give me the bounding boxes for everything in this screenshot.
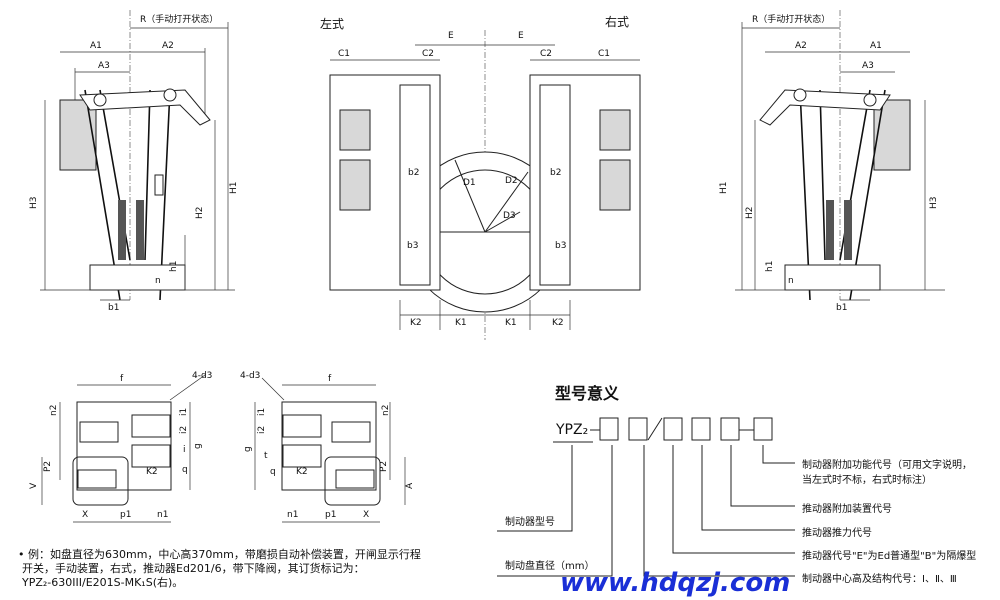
dim-k1-left: K1 xyxy=(455,318,467,328)
dim-i1-right: i1 xyxy=(257,408,267,416)
dim-p1-right: p1 xyxy=(325,510,336,520)
dim-q-right: q xyxy=(270,467,276,477)
dim-i: i xyxy=(183,445,186,455)
dim-h1-right: H1 xyxy=(719,182,729,195)
dim-p2: P2 xyxy=(43,461,53,472)
watermark: www.hdqzj.com xyxy=(560,568,791,598)
dim-r-right: R（手动打开状态） xyxy=(752,13,830,25)
motor-housing xyxy=(59,99,97,171)
dim-t-right: t xyxy=(264,451,268,461)
plan-view-right: f 4-d3 n2 i1 i2 g t P2 A q K2 n1 p1 X xyxy=(240,371,415,523)
dim-a3: A3 xyxy=(98,61,110,71)
dim-d1: D1 xyxy=(463,178,476,188)
left-side-view: R（手动打开状态） A1 A2 A3 H3 H1 H2 h1 n b1 xyxy=(29,10,239,313)
exp-disc-diameter: 制动盘直径（mm） xyxy=(505,561,595,572)
exp-center-height: 制动器中心高及结构代号：Ⅰ、Ⅱ、Ⅲ xyxy=(802,574,957,585)
left-type-label: 左式 xyxy=(320,16,344,31)
dim-4-d3: 4-d3 xyxy=(192,371,212,381)
dim-n1-right: n1 xyxy=(287,510,298,520)
exp-pusher-accessory: 推动器附加装置代号 xyxy=(802,504,892,515)
dim-a-right: A xyxy=(405,482,415,489)
dim-v: V xyxy=(29,482,39,489)
dim-d3: D3 xyxy=(503,211,516,221)
dim-n: n xyxy=(155,276,161,286)
exp-additional-function: 制动器附加功能代号（可用文字说明， xyxy=(802,460,972,471)
dim-n2: n2 xyxy=(49,405,59,416)
dim-c1-right: C1 xyxy=(598,49,610,59)
dim-h1-small: h1 xyxy=(169,261,179,272)
dim-4-d3-right: 4-d3 xyxy=(240,371,260,381)
dim-a1-right: A1 xyxy=(870,41,882,51)
dim-b2-left: b2 xyxy=(408,168,419,178)
dim-i2: i2 xyxy=(179,426,189,434)
dim-h3-right: H3 xyxy=(929,197,939,210)
right-type-label: 右式 xyxy=(605,14,629,29)
example-line-1: • 例：如盘直径为630mm，中心高370mm，带磨损自动补偿装置，开闸显示行程 xyxy=(18,548,421,561)
model-code-diagram xyxy=(497,417,795,577)
dim-p1: p1 xyxy=(120,510,131,520)
dim-r: R（手动打开状态） xyxy=(140,13,218,25)
dim-n1: n1 xyxy=(157,510,168,520)
dim-k2-right-plan: K2 xyxy=(296,467,308,477)
model-prefix: YPZ₂ xyxy=(556,422,589,438)
dim-i2-right: i2 xyxy=(257,426,267,434)
dim-a2-right: A2 xyxy=(795,41,807,51)
right-side-view: R（手动打开状态） A2 A1 A3 H1 H3 H2 h1 n b1 xyxy=(719,10,945,313)
dim-c2-left: C2 xyxy=(422,49,434,59)
dim-e-right: E xyxy=(518,31,524,41)
example-line-2: 开关，手动装置，右式，推动器Ed201/6，带下降阀，其订货标记为： xyxy=(22,562,365,575)
dim-d2: D2 xyxy=(505,176,518,186)
model-meaning-title: 型号意义 xyxy=(555,384,620,403)
front-view: 左式 右式 E E C1 C2 C2 C1 D1 D2 D3 b2 b2 b3 … xyxy=(320,14,641,340)
dim-n-right: n xyxy=(788,276,794,286)
base-plate xyxy=(89,264,186,291)
dim-b3-right: b3 xyxy=(555,241,566,251)
dim-c1-left: C1 xyxy=(338,49,350,59)
dim-k1-right: K1 xyxy=(505,318,517,328)
dim-c2-right: C2 xyxy=(540,49,552,59)
dim-b1-right: b1 xyxy=(836,303,847,313)
dim-h1-small-right: h1 xyxy=(765,261,775,272)
dim-h1: H1 xyxy=(229,182,239,195)
dim-g-right: g xyxy=(243,446,253,452)
dim-k2-right: K2 xyxy=(552,318,564,328)
dim-g: g xyxy=(193,443,203,449)
dim-x-right: X xyxy=(363,510,369,520)
dim-b2-right: b2 xyxy=(550,168,561,178)
dim-n2-right: n2 xyxy=(381,405,391,416)
dim-h2: H2 xyxy=(195,207,205,220)
dim-x: X xyxy=(82,510,88,520)
example-line-3: YPZ₂-630III/E201S-MK₁S(右)。 xyxy=(22,576,184,589)
dim-f-right: f xyxy=(328,374,332,384)
dim-a1: A1 xyxy=(90,41,102,51)
dim-h2-right: H2 xyxy=(745,207,755,220)
dim-i1: i1 xyxy=(179,408,189,416)
dim-b1: b1 xyxy=(108,303,119,313)
exp-pusher-force: 推动器推力代号 xyxy=(802,528,872,539)
exp-pusher-code: 推动器代号"E"为Ed普通型"B"为隔爆型 xyxy=(802,551,977,562)
dim-a2: A2 xyxy=(162,41,174,51)
dim-k2-left: K2 xyxy=(410,318,422,328)
plan-view-left: f 4-d3 n2 i1 i2 i g P2 V q K2 X p1 n1 xyxy=(29,371,212,523)
exp-additional-function-note: 当左式时不标，右式时标注） xyxy=(802,475,932,486)
dim-b3-left: b3 xyxy=(407,241,418,251)
motor-housing-right xyxy=(873,99,911,171)
dim-k2: K2 xyxy=(146,467,158,477)
dim-h3: H3 xyxy=(29,197,39,210)
dim-a3-right: A3 xyxy=(862,61,874,71)
exp-brake-model: 制动器型号 xyxy=(505,517,555,528)
dim-f: f xyxy=(120,374,124,384)
dim-e-left: E xyxy=(448,31,454,41)
dim-q: q xyxy=(182,465,188,475)
dim-p2-right: P2 xyxy=(379,461,389,472)
